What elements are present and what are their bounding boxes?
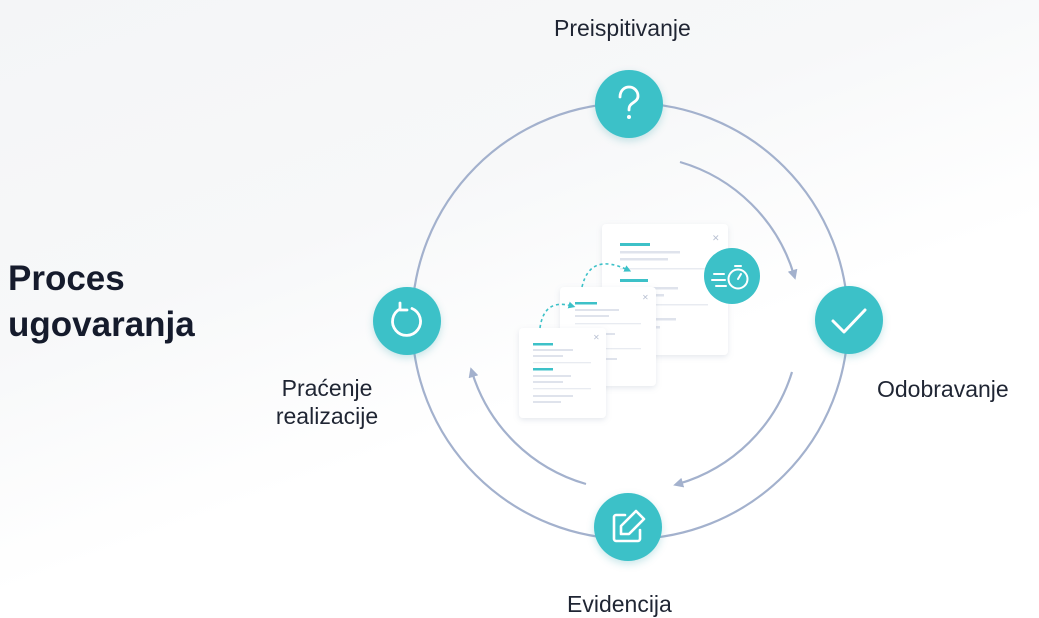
edit-icon [612, 509, 646, 543]
svg-text:✕: ✕ [642, 293, 649, 302]
checkmark-icon [831, 308, 867, 334]
page-title-line1: Proces [8, 259, 125, 298]
arrow-top-right [679, 160, 798, 280]
refresh-icon [391, 301, 422, 337]
stage-label-odobravanje: Odobravanje [877, 376, 1009, 402]
svg-text:✕: ✕ [593, 333, 600, 342]
stage-label-pracenje-realizacije: Praćenje realizacije [264, 374, 390, 430]
stage-node-odobravanje[interactable] [815, 286, 883, 354]
stage-label-line2: realizacije [275, 403, 379, 429]
page-title: Proces ugovaranja [8, 256, 248, 348]
arrow-right-bottom [673, 371, 794, 488]
stage-label-preispitivanje: Preispitivanje [554, 15, 691, 41]
timer-icon [704, 248, 760, 304]
stage-node-preispitivanje[interactable] [595, 70, 663, 138]
documents-illustration: ✕ ✕ ✕ [519, 224, 760, 418]
arrow-bottom-left [468, 367, 587, 486]
stage-label-evidencija: Evidencija [567, 591, 672, 617]
question-mark-icon [618, 85, 640, 119]
svg-text:✕: ✕ [712, 234, 720, 244]
stage-label-line1: Praćenje [281, 375, 373, 401]
page-title-line2: ugovaranja [8, 305, 195, 344]
dashed-connector-2 [581, 263, 632, 288]
document-front: ✕ [519, 328, 606, 418]
stage-node-evidencija[interactable] [594, 493, 662, 561]
stage-node-pracenje-realizacije[interactable] [373, 287, 441, 355]
